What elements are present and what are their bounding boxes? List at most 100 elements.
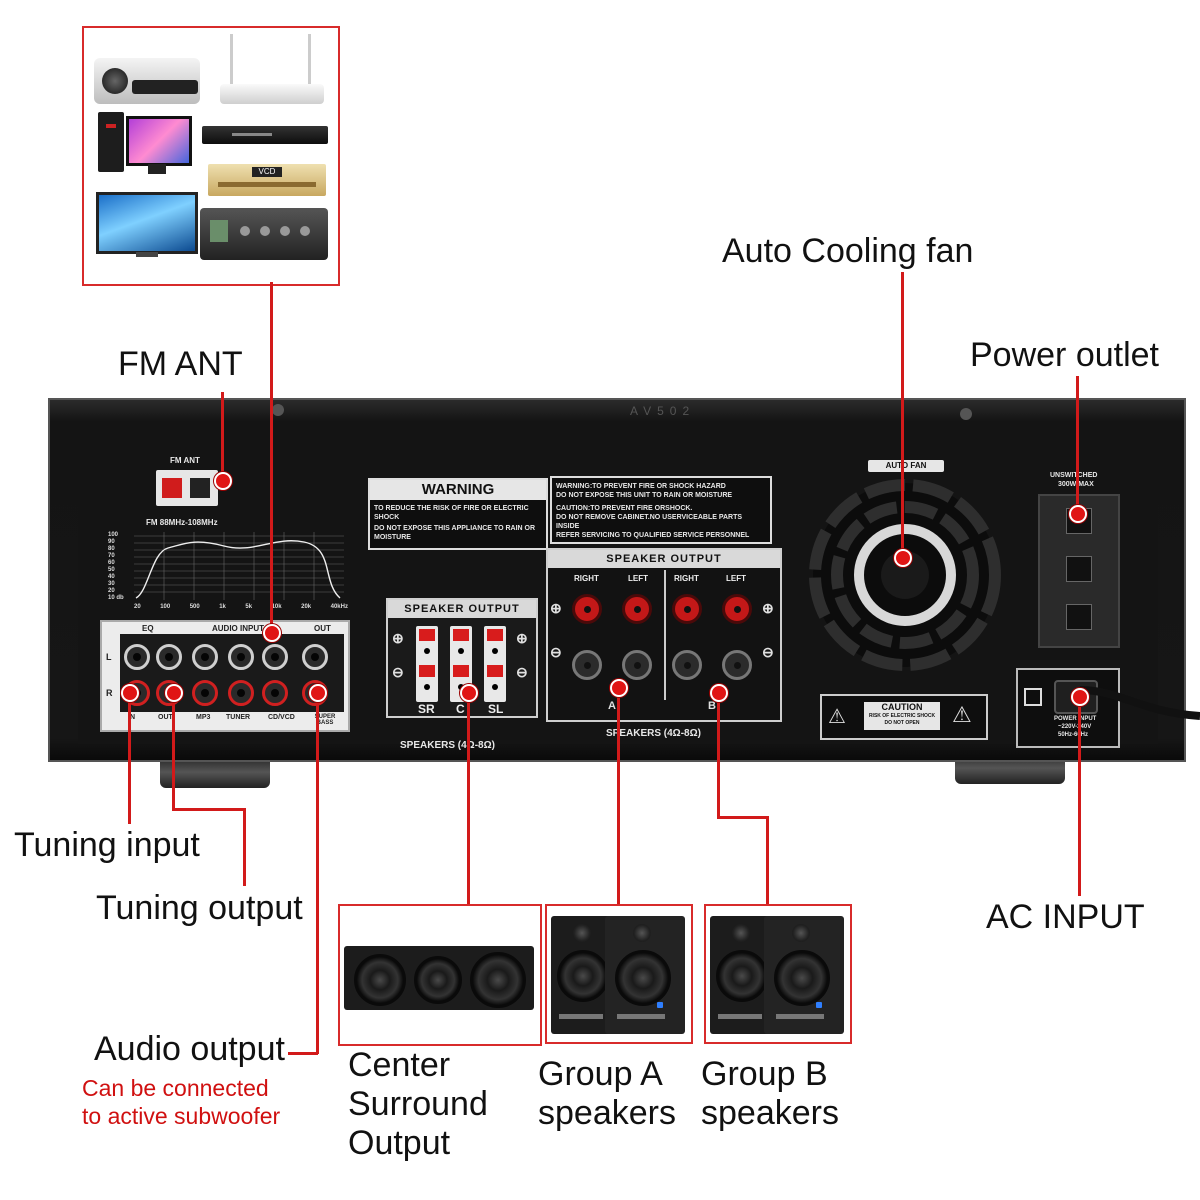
group-b-speakers-label: Group B speakers [701,1055,839,1133]
audio-output-note-2: to active subwoofer [82,1103,281,1129]
rca-label-tuner: TUNER [226,714,251,721]
leader-group-b-v2 [766,816,769,904]
rca-cdvcd-r[interactable] [262,680,288,706]
spring-terminal-sl-minus[interactable] [484,662,506,702]
binding-post-a-left-minus[interactable] [622,650,652,680]
spring-terminal-sr-minus[interactable] [416,662,438,702]
caution-sticker-panel: CAUTION RISK OF ELECTRIC SHOCK DO NOT OP… [864,702,940,730]
eq-y-tick: 20 [108,588,115,594]
caution-sticker-line-1: RISK OF ELECTRIC SHOCK [868,713,936,719]
warning-text-1: TO REDUCE THE RISK OF FIRE OR ELECTRIC S… [374,505,529,521]
rca-eq-in-l[interactable] [124,644,150,670]
warning2-line-1: WARNING:TO PREVENT FIRE OR SHOCK HAZARD [556,483,726,490]
audio-mixer-image [200,208,330,268]
ab-speaker-output-plate: SPEAKER OUTPUT RIGHT LEFT RIGHT LEFT ⊕ ⊖… [546,548,782,722]
leader-tuning-output-h [172,808,246,811]
group-a-speakers-label: Group A speakers [538,1055,676,1133]
rca-tuner-r[interactable] [228,680,254,706]
rca-mp3-r[interactable] [192,680,218,706]
leader-audio-output-h [288,1052,318,1055]
caution-text-box: WARNING:TO PREVENT FIRE OR SHOCK HAZARD … [550,476,772,544]
marker-fm-ant [214,472,232,490]
marker-power-outlet [1069,505,1087,523]
group-b-speaker-left [710,916,772,1034]
binding-post-b-right-minus[interactable] [672,650,702,680]
marker-audio-output [309,684,327,702]
exclamation-warning-icon: ⚠ [952,702,972,727]
rca-out-l[interactable] [302,644,328,670]
caution-sticker: ⚠ CAUTION RISK OF ELECTRIC SHOCK DO NOT … [820,694,988,740]
binding-post-b-left-plus[interactable] [722,594,752,624]
leader-devices [270,282,273,630]
eq-y-tick: 70 [108,553,115,559]
binding-post-b-left-minus[interactable] [722,650,752,680]
marker-center [460,684,478,702]
amplifier-rear-panel: AV502 FM ANT FM 88MHz-108MHz 100 90 80 7… [48,398,1186,762]
ab-speaker-output-title: SPEAKER OUTPUT [548,550,780,568]
label-right-b: RIGHT [674,574,699,583]
eq-y-tick: 80 [108,546,115,552]
eq-x-tick: 100 [160,604,171,610]
caution-line-3: REFER SERVICING TO QUALIFIED SERVICE PER… [556,532,750,539]
group-b-line-2: speakers [701,1094,839,1132]
tuning-input-label: Tuning input [14,826,200,864]
center-line-3: Output [348,1124,451,1162]
dvd-player-image [202,126,330,150]
projector-image [92,50,202,116]
marker-group-b [710,684,728,702]
cooling-fan-icon [808,478,1002,672]
screw-top-left [272,404,284,416]
eq-y-ticks: 100 90 80 70 60 50 40 30 20 10 db [108,532,132,602]
plus-icon: ⊕ [516,630,528,646]
double-insulation-icon [1024,688,1042,706]
router-image [214,34,330,114]
minus-icon: ⊖ [516,664,528,680]
group-a-line-1: Group A [538,1055,663,1093]
spring-terminal-c-plus[interactable] [450,626,472,666]
unswitched-line-2: 300W MAX [1058,481,1094,488]
tv-image [96,192,198,262]
power-outlet-block[interactable] [1038,494,1120,648]
binding-post-b-right-plus[interactable] [672,594,702,624]
leader-tuning-output-v1 [172,690,175,810]
binding-post-a-right-plus[interactable] [572,594,602,624]
eq-y-tick: 100 [108,532,119,538]
fm-antenna-terminal[interactable] [156,470,218,506]
rca-cdvcd-l[interactable] [262,644,288,670]
power-input-panel: POWER INPUT ~220V-240V 50Hz-60Hz [1016,668,1120,748]
binding-post-a-left-plus[interactable] [622,594,652,624]
warning-box: WARNING TO REDUCE THE RISK OF FIRE OR EL… [368,478,548,550]
caution-sticker-title: CAUTION [881,702,923,712]
group-a-panel-label: A [608,700,616,712]
rca-tuner-l[interactable] [228,644,254,670]
group-a-line-2: speakers [538,1094,676,1132]
binding-post-a-right-minus[interactable] [572,650,602,680]
center-speaker-image [344,946,534,1010]
label-sr: SR [418,702,435,716]
group-b-speaker-right [764,916,844,1034]
center-speaker-output-title: SPEAKER OUTPUT [388,600,536,618]
spring-terminal-sr-plus[interactable] [416,626,438,666]
power-input-line-1: POWER INPUT [1054,716,1097,722]
rca-eq-out-l[interactable] [156,644,182,670]
center-speaker-spec: SPEAKERS (4Ω-8Ω) [400,740,495,751]
fm-ant-panel-label: FM ANT [170,456,200,465]
center-speaker-box [338,904,542,1046]
spring-terminal-sl-plus[interactable] [484,626,506,666]
plus-icon: ⊕ [392,630,404,646]
warning2-line-2: DO NOT EXPOSE THIS UNIT TO RAIN OR MOIST… [556,492,733,499]
label-left-a: LEFT [628,574,648,583]
plus-icon: ⊕ [762,600,774,616]
eq-x-ticks: 20 100 500 1k 5k 10k 20k 40kHz [134,604,348,610]
rca-group-eq: EQ [142,624,154,633]
warning-text-2: DO NOT EXPOSE THIS APPLIANCE TO RAIN OR … [374,525,536,541]
minus-icon: ⊖ [392,664,404,680]
rear-panel-face: FM ANT FM 88MHz-108MHz 100 90 80 70 60 5… [78,426,1158,751]
eq-x-tick: 40kHz [330,604,348,610]
group-b-panel-label: B [708,700,716,712]
power-outlet-label: Power outlet [970,336,1159,374]
rca-mp3-l[interactable] [192,644,218,670]
rca-label-in: IN [128,714,135,721]
model-number: AV502 [630,404,696,418]
lightning-warning-icon: ⚠ [828,706,846,728]
